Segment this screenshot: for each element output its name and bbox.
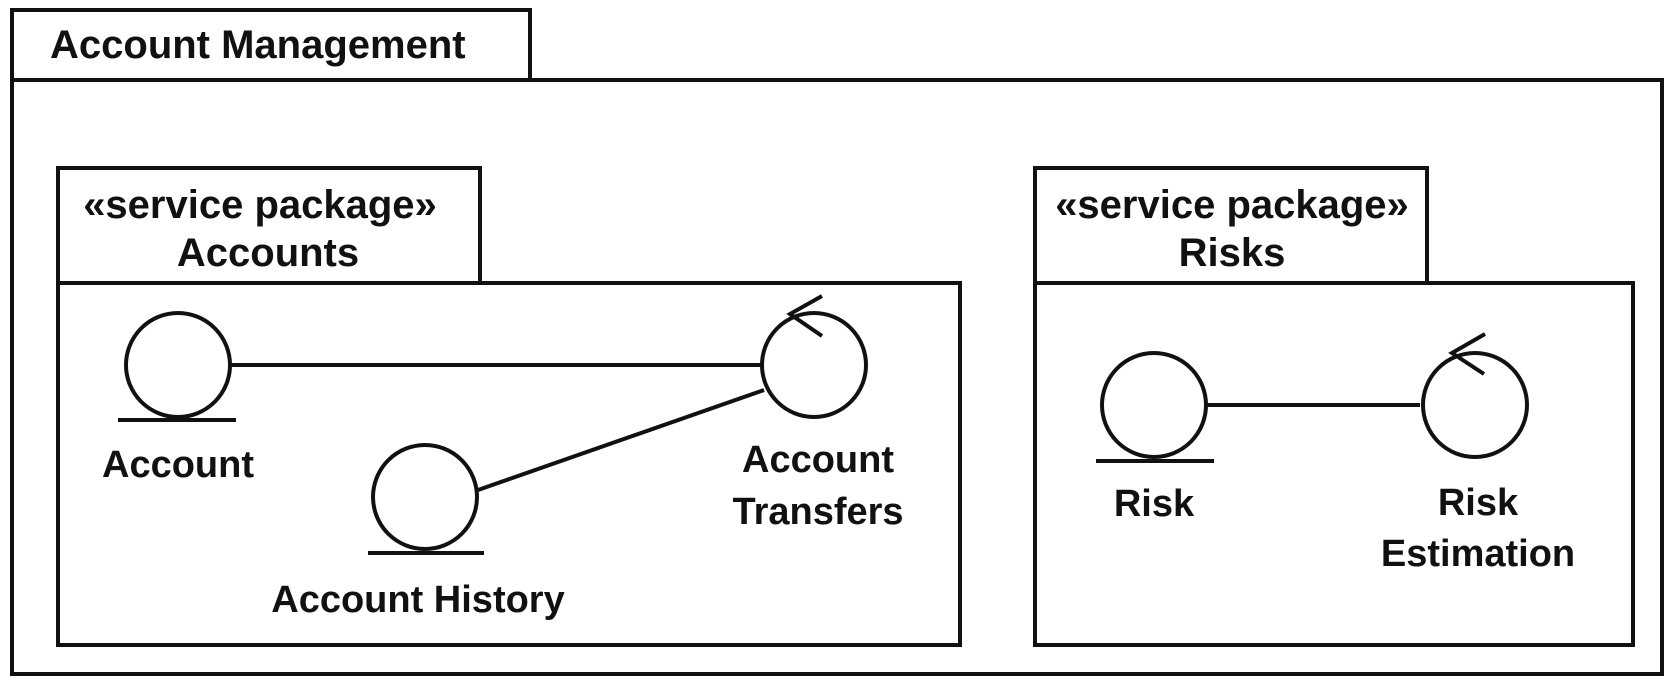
accounts-package-tab (56, 166, 482, 285)
control-account-transfers: Account Transfers (732, 294, 904, 533)
risks-package-stereotype: «service package» (1055, 183, 1409, 227)
risks-package-body (1033, 281, 1635, 647)
entity-account-history: Account History (271, 443, 565, 621)
accounts-package-name: Accounts (177, 231, 359, 275)
package-risks: «service package» Risks Risk Risk Estima… (1033, 166, 1635, 647)
control-risk-estimation-label-line1: Risk (1438, 482, 1519, 524)
control-account-transfers-arrow (786, 294, 824, 338)
risks-package-name: Risks (1179, 231, 1286, 275)
entity-account: Account (102, 311, 254, 486)
control-account-transfers-circle (760, 311, 868, 419)
entity-account-label: Account (102, 444, 254, 486)
accounts-package-stereotype: «service package» (83, 183, 437, 227)
control-account-transfers-label-line1: Account (742, 439, 894, 481)
control-risk-estimation: Risk Estimation (1381, 332, 1575, 575)
entity-account-history-label: Account History (271, 579, 564, 621)
entity-risk-label: Risk (1114, 483, 1195, 525)
link-account-history-to-account-transfers (477, 388, 765, 492)
control-risk-estimation-label-line2: Estimation (1381, 533, 1575, 575)
entity-risk-circle (1100, 351, 1208, 459)
outer-package-title: Account Management (50, 23, 466, 67)
entity-account-circle (124, 311, 232, 419)
package-accounts: «service package» Accounts Account Accou… (56, 166, 962, 647)
control-risk-estimation-circle (1421, 351, 1529, 459)
entity-account-history-circle (371, 443, 479, 551)
control-account-transfers-label-line2: Transfers (732, 491, 903, 533)
outer-package-tab (10, 8, 532, 82)
risks-package-tab (1033, 166, 1429, 285)
control-risk-estimation-arrow (1448, 332, 1486, 376)
entity-risk: Risk (1096, 351, 1214, 525)
